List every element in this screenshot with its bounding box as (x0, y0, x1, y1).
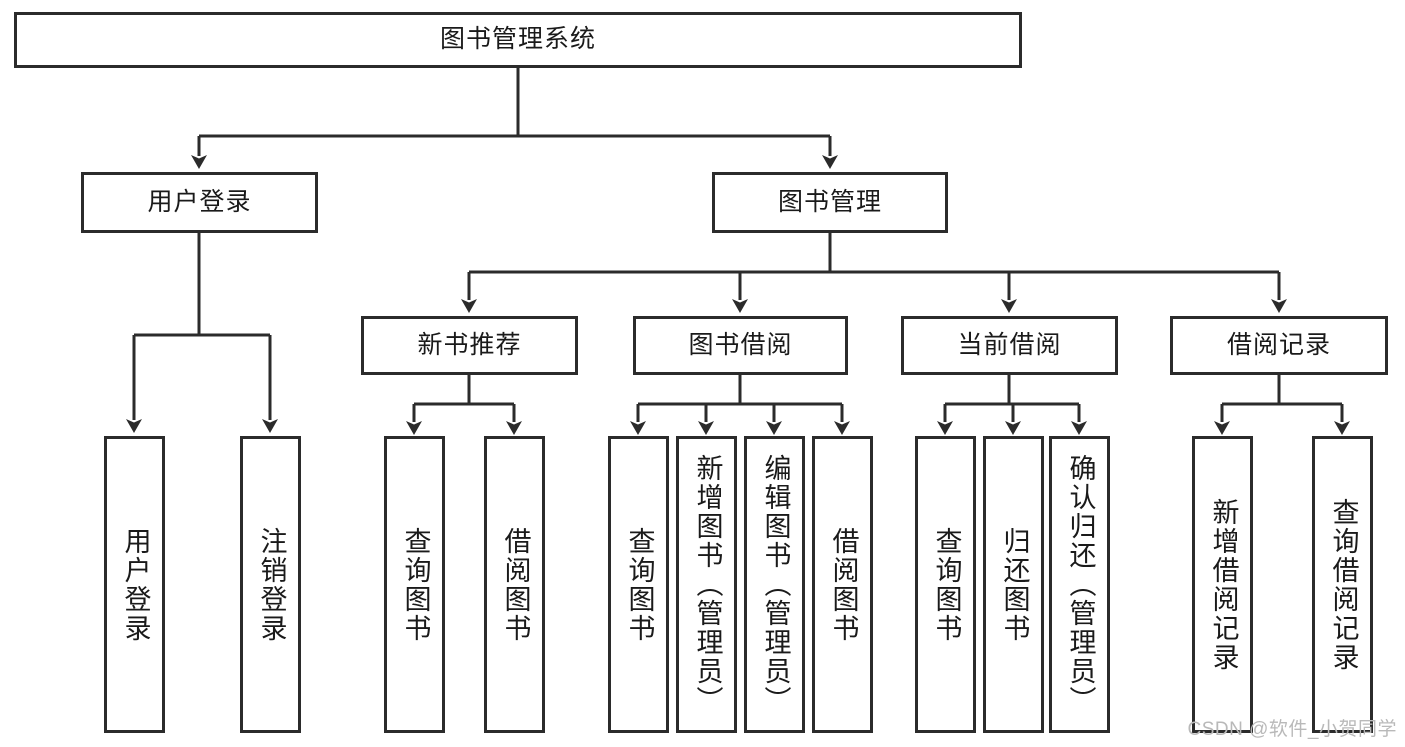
node-leaf-add-record[interactable]: 新增借阅记录 (1192, 436, 1253, 733)
node-leaf-return-book[interactable]: 归还图书 (983, 436, 1044, 733)
node-book-management[interactable]: 图书管理 (712, 172, 948, 233)
node-leaf-edit-book[interactable]: 编辑图书（管理员） (744, 436, 805, 733)
node-new-book-recommend-label: 新书推荐 (417, 330, 522, 359)
node-borrow-record[interactable]: 借阅记录 (1170, 316, 1388, 375)
node-leaf-confirm-return-label: 确认归还（管理员） (1065, 454, 1096, 715)
node-book-management-label: 图书管理 (777, 187, 882, 216)
node-leaf-borrow-book-1[interactable]: 借阅图书 (484, 436, 545, 733)
node-root-label: 图书管理系统 (439, 25, 596, 54)
node-leaf-borrow-book-2-label: 借阅图书 (828, 526, 859, 643)
node-leaf-add-book-label: 新增图书（管理员） (692, 454, 723, 715)
node-leaf-logout[interactable]: 注销登录 (240, 436, 301, 733)
node-leaf-return-book-label: 归还图书 (999, 526, 1030, 643)
node-leaf-query-book-3[interactable]: 查询图书 (915, 436, 976, 733)
node-user-login[interactable]: 用户登录 (81, 172, 318, 233)
node-new-book-recommend[interactable]: 新书推荐 (361, 316, 578, 375)
node-leaf-user-login[interactable]: 用户登录 (104, 436, 165, 733)
node-root[interactable]: 图书管理系统 (14, 12, 1022, 68)
node-book-borrow[interactable]: 图书借阅 (633, 316, 848, 375)
csdn-watermark: CSDN @软件_小贺同学 (1187, 719, 1397, 740)
node-leaf-logout-label: 注销登录 (256, 526, 287, 643)
node-leaf-borrow-book-1-label: 借阅图书 (500, 526, 531, 643)
node-leaf-confirm-return[interactable]: 确认归还（管理员） (1049, 436, 1110, 733)
node-leaf-edit-book-label: 编辑图书（管理员） (760, 454, 791, 715)
node-user-login-label: 用户登录 (147, 187, 252, 216)
node-leaf-query-book-3-label: 查询图书 (931, 526, 962, 643)
node-leaf-query-book-1-label: 查询图书 (400, 526, 431, 643)
node-leaf-add-record-label: 新增借阅记录 (1208, 497, 1239, 672)
node-leaf-query-book-2[interactable]: 查询图书 (608, 436, 669, 733)
node-book-borrow-label: 图书借阅 (688, 330, 793, 359)
node-leaf-add-book[interactable]: 新增图书（管理员） (676, 436, 737, 733)
node-leaf-query-record[interactable]: 查询借阅记录 (1312, 436, 1373, 733)
node-leaf-query-book-1[interactable]: 查询图书 (384, 436, 445, 733)
node-borrow-record-label: 借阅记录 (1226, 330, 1331, 359)
node-leaf-borrow-book-2[interactable]: 借阅图书 (812, 436, 873, 733)
node-leaf-query-book-2-label: 查询图书 (624, 526, 655, 643)
node-current-borrow[interactable]: 当前借阅 (901, 316, 1118, 375)
node-leaf-query-record-label: 查询借阅记录 (1328, 497, 1359, 672)
node-leaf-user-login-label: 用户登录 (120, 526, 151, 643)
node-current-borrow-label: 当前借阅 (957, 330, 1062, 359)
